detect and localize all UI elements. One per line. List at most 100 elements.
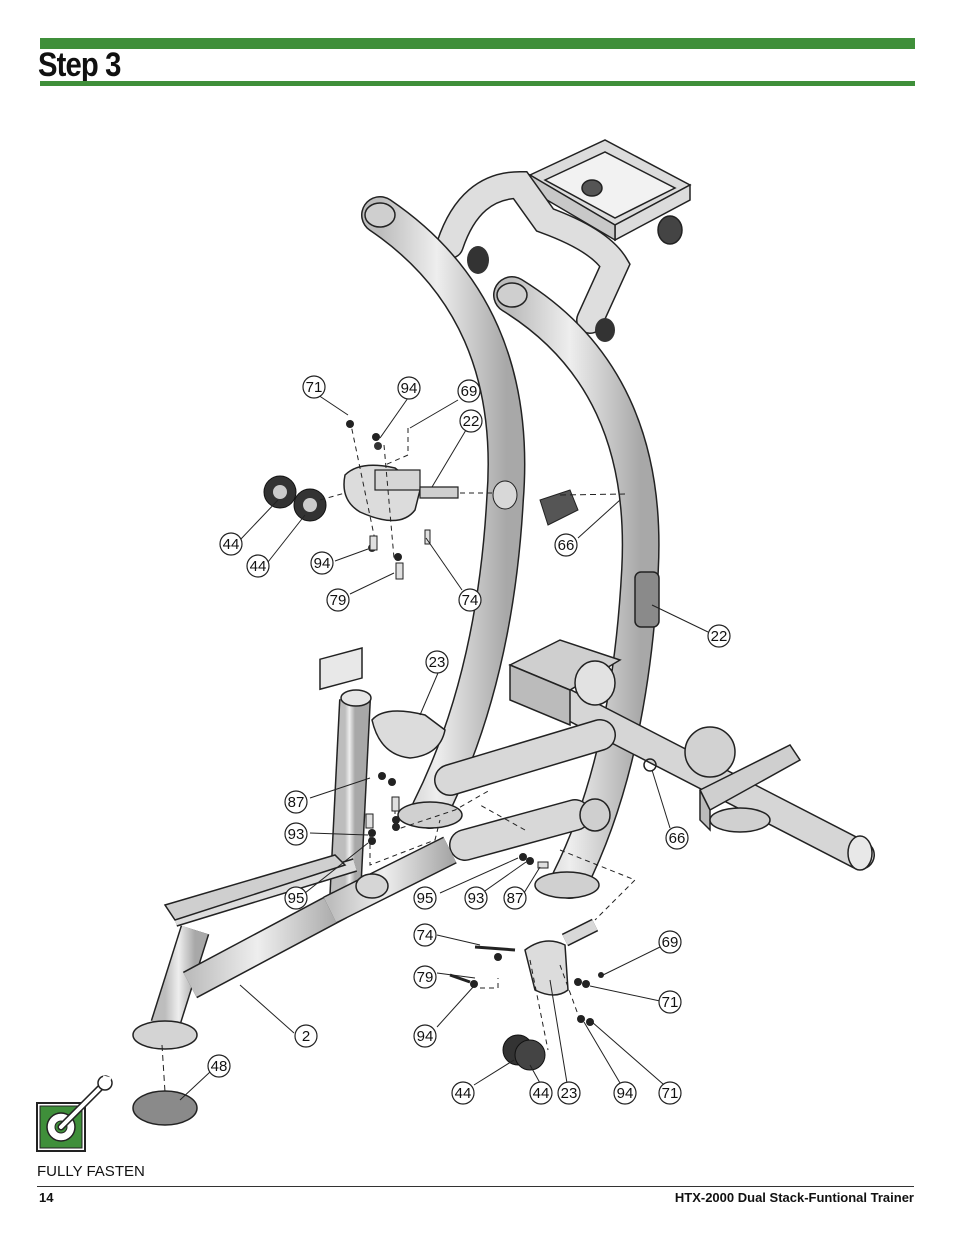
callout-93: 93 bbox=[284, 822, 308, 846]
callout-circle bbox=[219, 532, 243, 556]
callout-93: 93 bbox=[464, 886, 488, 910]
callout-69: 69 bbox=[658, 930, 682, 954]
callout-circle bbox=[302, 375, 326, 399]
callout-71: 71 bbox=[658, 990, 682, 1014]
callout-circle bbox=[284, 886, 308, 910]
callout-number: 48 bbox=[211, 1058, 228, 1075]
callout-number: 94 bbox=[617, 1085, 634, 1102]
callout-79: 79 bbox=[326, 588, 350, 612]
callout-number: 95 bbox=[288, 890, 305, 907]
callout-48: 48 bbox=[207, 1054, 231, 1078]
callout-circle bbox=[397, 376, 421, 400]
callout-number: 44 bbox=[533, 1085, 550, 1102]
callout-number: 71 bbox=[306, 379, 323, 396]
callout-71: 71 bbox=[658, 1081, 682, 1105]
callout-94: 94 bbox=[413, 1024, 437, 1048]
leader-lines bbox=[179, 394, 709, 1101]
callout-22: 22 bbox=[707, 624, 731, 648]
callout-circle bbox=[207, 1054, 231, 1078]
callout-94: 94 bbox=[397, 376, 421, 400]
callout-number: 94 bbox=[314, 555, 331, 572]
callout-66: 66 bbox=[665, 826, 689, 850]
callout-44: 44 bbox=[246, 554, 270, 578]
callout-circle bbox=[413, 886, 437, 910]
callout-number: 69 bbox=[461, 383, 478, 400]
callout-circle bbox=[310, 551, 334, 575]
callout-94: 94 bbox=[310, 551, 334, 575]
callout-71: 71 bbox=[302, 375, 326, 399]
callout-74: 74 bbox=[458, 588, 482, 612]
callout-94: 94 bbox=[613, 1081, 637, 1105]
rear-base bbox=[508, 639, 875, 871]
callout-circle bbox=[554, 533, 578, 557]
callout-circle bbox=[459, 409, 483, 433]
callout-number: 71 bbox=[662, 994, 679, 1011]
callout-circle bbox=[503, 886, 527, 910]
header-bar-top bbox=[40, 38, 915, 49]
callout-69: 69 bbox=[457, 379, 481, 403]
callout-circle bbox=[665, 826, 689, 850]
page-title: Step 3 bbox=[38, 46, 121, 84]
callout-number: 95 bbox=[417, 890, 434, 907]
callout-circle bbox=[294, 1024, 318, 1048]
footer-product-name: HTX-2000 Dual Stack-Funtional Trainer bbox=[674, 1190, 914, 1205]
page-number: 14 bbox=[39, 1190, 54, 1205]
callout-number: 44 bbox=[223, 536, 240, 553]
callout-44: 44 bbox=[219, 532, 243, 556]
callout-number: 66 bbox=[669, 830, 686, 847]
callout-87: 87 bbox=[503, 886, 527, 910]
callout-2: 2 bbox=[294, 1024, 318, 1048]
lower-pulley-assembly bbox=[161, 758, 657, 1093]
callout-95: 95 bbox=[284, 886, 308, 910]
callout-circle bbox=[557, 1081, 581, 1105]
callout-number: 44 bbox=[250, 558, 267, 575]
callout-number: 71 bbox=[662, 1085, 679, 1102]
callout-circle bbox=[529, 1081, 553, 1105]
callout-circle bbox=[284, 790, 308, 814]
callout-number: 87 bbox=[288, 794, 305, 811]
callout-number: 74 bbox=[417, 927, 434, 944]
callout-number: 44 bbox=[455, 1085, 472, 1102]
callout-circle bbox=[658, 1081, 682, 1105]
callout-circle bbox=[413, 965, 437, 989]
callout-circle bbox=[413, 1024, 437, 1048]
top-frame bbox=[528, 139, 692, 245]
callout-number: 22 bbox=[463, 413, 480, 430]
callout-87: 87 bbox=[284, 790, 308, 814]
fully-fasten-label: FULLY FASTEN bbox=[37, 1163, 145, 1180]
callout-circle bbox=[458, 588, 482, 612]
callout-number: 74 bbox=[462, 592, 479, 609]
callout-circle bbox=[457, 379, 481, 403]
callout-44: 44 bbox=[529, 1081, 553, 1105]
callout-23: 23 bbox=[557, 1081, 581, 1105]
callout-number: 22 bbox=[711, 628, 728, 645]
callout-number: 2 bbox=[302, 1028, 310, 1045]
callout-79: 79 bbox=[413, 965, 437, 989]
callout-number: 87 bbox=[507, 890, 524, 907]
callout-circle bbox=[413, 923, 437, 947]
callout-circle bbox=[451, 1081, 475, 1105]
callout-number: 79 bbox=[330, 592, 347, 609]
header-bar-bottom bbox=[40, 81, 915, 86]
callout-number: 23 bbox=[561, 1085, 578, 1102]
callout-22: 22 bbox=[459, 409, 483, 433]
callout-circle bbox=[658, 990, 682, 1014]
front-frame bbox=[132, 647, 457, 1050]
callout-number: 69 bbox=[662, 934, 679, 951]
footer-rule bbox=[37, 1186, 914, 1187]
callout-number: 94 bbox=[401, 380, 418, 397]
callout-circle bbox=[284, 822, 308, 846]
wrench-tighten-icon bbox=[36, 1075, 113, 1152]
callout-74: 74 bbox=[413, 923, 437, 947]
callout-circle bbox=[707, 624, 731, 648]
callout-circle bbox=[613, 1081, 637, 1105]
callout-circle bbox=[464, 886, 488, 910]
callout-23: 23 bbox=[425, 650, 449, 674]
callout-number: 79 bbox=[417, 969, 434, 986]
callout-number: 66 bbox=[558, 537, 575, 554]
callout-number: 23 bbox=[429, 654, 446, 671]
callout-circle bbox=[658, 930, 682, 954]
callout-number: 93 bbox=[288, 826, 305, 843]
callout-circle bbox=[246, 554, 270, 578]
